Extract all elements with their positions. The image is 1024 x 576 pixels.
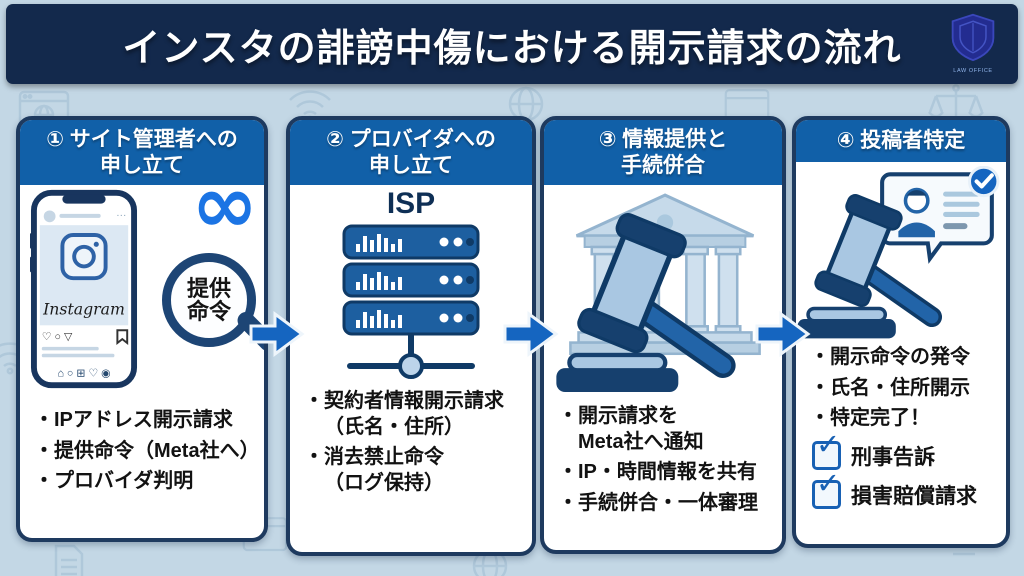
step-2-header: ② プロバイダへの 申し立て <box>290 120 532 186</box>
step-4-illustration <box>797 164 1002 340</box>
step-header-line: ① サイト管理者への <box>46 128 238 151</box>
logo-caption: LAW OFFICE <box>953 68 993 74</box>
bullet-item: ・開示命令の発令 <box>810 346 970 368</box>
step-3-illustration <box>548 187 778 399</box>
meta-logo-icon: ∞ <box>191 158 258 252</box>
step-3-panel: ③ 情報提供と 手続併合 <box>540 116 786 554</box>
step-header-line: 申し立て <box>369 153 453 177</box>
network-node-icon <box>347 334 475 380</box>
bullet-item: ・開示請求を Meta社へ通知 <box>558 405 704 453</box>
step-2-bullets: ・契約者情報開示請求（氏名・住所） ・消去禁止命令 （ログ保持） <box>294 389 528 496</box>
phone-nav-icons: ⌂ ○ ⊞ ♡ ◉ <box>57 368 110 380</box>
server-stack-icon <box>342 224 480 380</box>
bullet-item: ・提供命令（Meta社へ） <box>34 439 260 462</box>
step-header-line: 申し立て <box>100 153 184 177</box>
bullet-item: ・手続併合・一体審理 <box>558 492 758 514</box>
magnifier-label: 命令 <box>186 299 231 325</box>
instagram-wordmark: Instagram <box>42 300 125 319</box>
checkbox-label: 刑事告訴 <box>851 445 935 469</box>
step-3-bullets: ・開示請求を Meta社へ通知 ・IP・時間情報を共有 ・手続併合・一体審理 <box>548 404 778 516</box>
server-row <box>342 300 480 336</box>
document-icon <box>54 544 84 576</box>
step-header-line: ② プロバイダへの <box>326 128 496 151</box>
check-badge-icon <box>967 166 1000 198</box>
magnifier-label: 提供 <box>186 276 231 302</box>
step-1-panel: ① サイト管理者への 申し立て ⋯ <box>16 116 268 542</box>
step-header-line: ④ 投稿者特定 <box>836 129 966 153</box>
checkbox-checked-icon: ✓ <box>812 431 841 471</box>
checkbox-checked-icon: ✓ <box>812 470 841 510</box>
shield-crest-icon <box>951 13 995 62</box>
step-4-header: ④ 投稿者特定 <box>796 120 1006 162</box>
step-1-illustration: ⋯ Instagram ♡ ○ ▽ ⌂ ○ ⊞ ♡ ◉ ∞ <box>24 165 264 403</box>
law-office-logo: LAW OFFICE <box>940 12 1006 74</box>
step-1-bullets: ・IPアドレス開示請求 ・提供命令（Meta社へ） ・プロバイダ判明 <box>24 408 260 495</box>
criminal-complaint-row: ✓ 刑事告訴 <box>812 431 1002 471</box>
instagram-logo-icon <box>60 233 108 281</box>
bullet-item: ・契約者情報開示請求（氏名・住所） <box>304 390 504 438</box>
step-header-line: 手続併合 <box>621 153 705 177</box>
instagram-phone-icon: ⋯ Instagram ♡ ○ ▽ ⌂ ○ ⊞ ♡ ◉ <box>30 190 138 389</box>
step-header-line: ③ 情報提供と <box>598 128 728 151</box>
flow-arrow-icon <box>249 311 305 357</box>
checkbox-label: 損害賠償請求 <box>851 484 977 508</box>
bullet-item: ・IPアドレス開示請求 <box>34 409 233 432</box>
bullet-item: ・IP・時間情報を共有 <box>558 461 757 484</box>
step-4-bullets: ・開示命令の発令 ・氏名・住所開示 ・特定完了！ <box>800 345 1002 432</box>
post-action-icons: ♡ ○ ▽ <box>42 331 73 343</box>
bullet-item: ・プロバイダ判明 <box>34 470 194 493</box>
gavel-icon <box>556 213 736 393</box>
bookmark-icon <box>116 329 129 346</box>
step-1-header: ① サイト管理者への 申し立て <box>20 120 264 186</box>
title-bar: インスタの誹謗中傷における開示請求の流れ LAW OFFICE <box>6 4 1018 84</box>
gavel-icon <box>797 194 943 339</box>
isp-label: ISP <box>386 187 436 221</box>
more-icon: ⋯ <box>116 211 126 222</box>
bullet-item: ・特定完了！ <box>810 407 930 430</box>
bullet-item: ・氏名・住所開示 <box>810 376 970 399</box>
bullet-item: ・消去禁止命令 （ログ保持） <box>304 446 444 494</box>
flow-arrow-icon <box>503 311 559 357</box>
magnifier-icon: 提供 命令 <box>162 253 264 355</box>
flow-arrow-icon <box>755 311 811 357</box>
server-row <box>342 262 480 298</box>
server-row <box>342 224 480 260</box>
step-3-header: ③ 情報提供と 手続併合 <box>544 120 782 186</box>
page-title: インスタの誹謗中傷における開示請求の流れ <box>122 27 902 70</box>
id-card-icon <box>880 166 1000 264</box>
damages-claim-row: ✓ 損害賠償請求 <box>812 470 1002 510</box>
step-4-panel: ④ 投稿者特定 <box>792 116 1010 548</box>
step-2-panel: ② プロバイダへの 申し立て ISP <box>286 116 536 556</box>
